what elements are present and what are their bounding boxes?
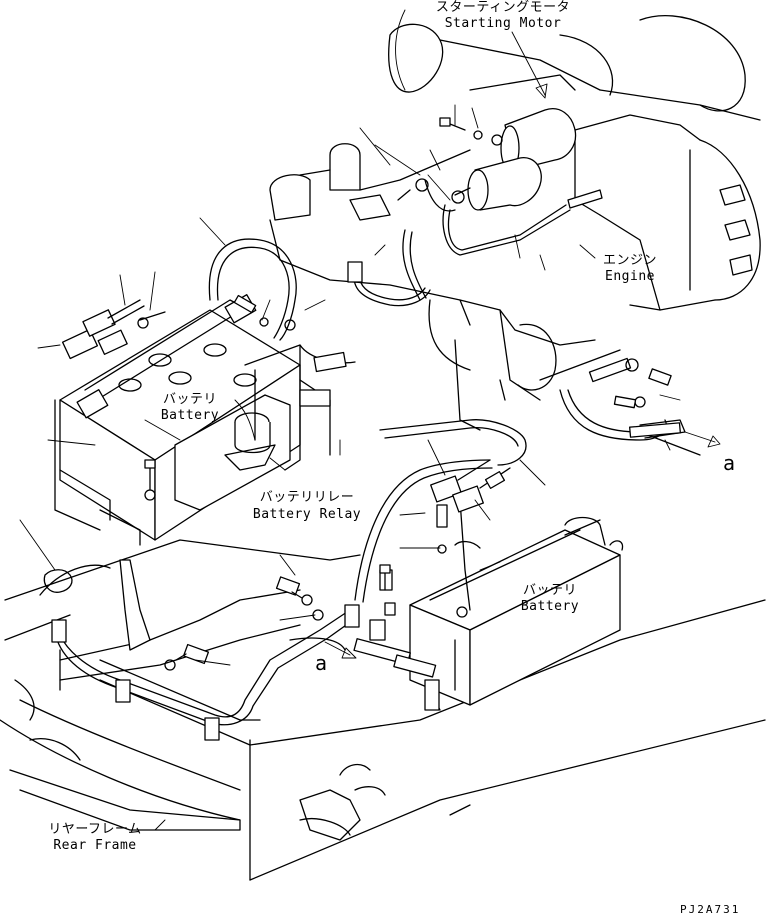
right-battery-label-en: Battery (520, 599, 580, 614)
frame-pipe (51, 459, 493, 741)
engine-outline (269, 15, 761, 431)
center-fasteners (164, 564, 391, 671)
leader-lines (19, 9, 721, 831)
engine-label-en: Engine (605, 269, 655, 284)
rear-frame-label-jp: リヤーフレーム (48, 822, 142, 837)
engine-label-jp: エンジン (602, 253, 657, 268)
left-terminal-caps (61, 294, 296, 360)
right-terminal-caps (430, 459, 511, 513)
right-battery-label-jp: バッテリ (522, 583, 577, 598)
starting-motor (439, 108, 577, 211)
right-battery (353, 499, 624, 711)
battery-relay (144, 394, 291, 511)
left-battery-bracket (54, 344, 331, 546)
starting-motor-label-jp: スターティングモータ (435, 0, 571, 15)
motor-cable (397, 178, 603, 301)
right-battery-cable (379, 357, 701, 466)
drawing-code: PJ2A731 (680, 903, 741, 916)
battery-cable-loop (208, 238, 431, 373)
left-battery-label-jp: バッテリ (162, 392, 217, 407)
rear-frame (0, 539, 766, 881)
left-battery-label-en: Battery (160, 408, 220, 423)
starting-motor-label-en: Starting Motor (444, 16, 562, 31)
battery-relay-label-en: Battery Relay (252, 507, 362, 522)
reference-a-right: a (723, 451, 736, 475)
reference-a-center: a (315, 651, 328, 675)
battery-relay-label-jp: バッテリリレー (259, 490, 355, 505)
rear-frame-label-en: Rear Frame (53, 838, 137, 853)
